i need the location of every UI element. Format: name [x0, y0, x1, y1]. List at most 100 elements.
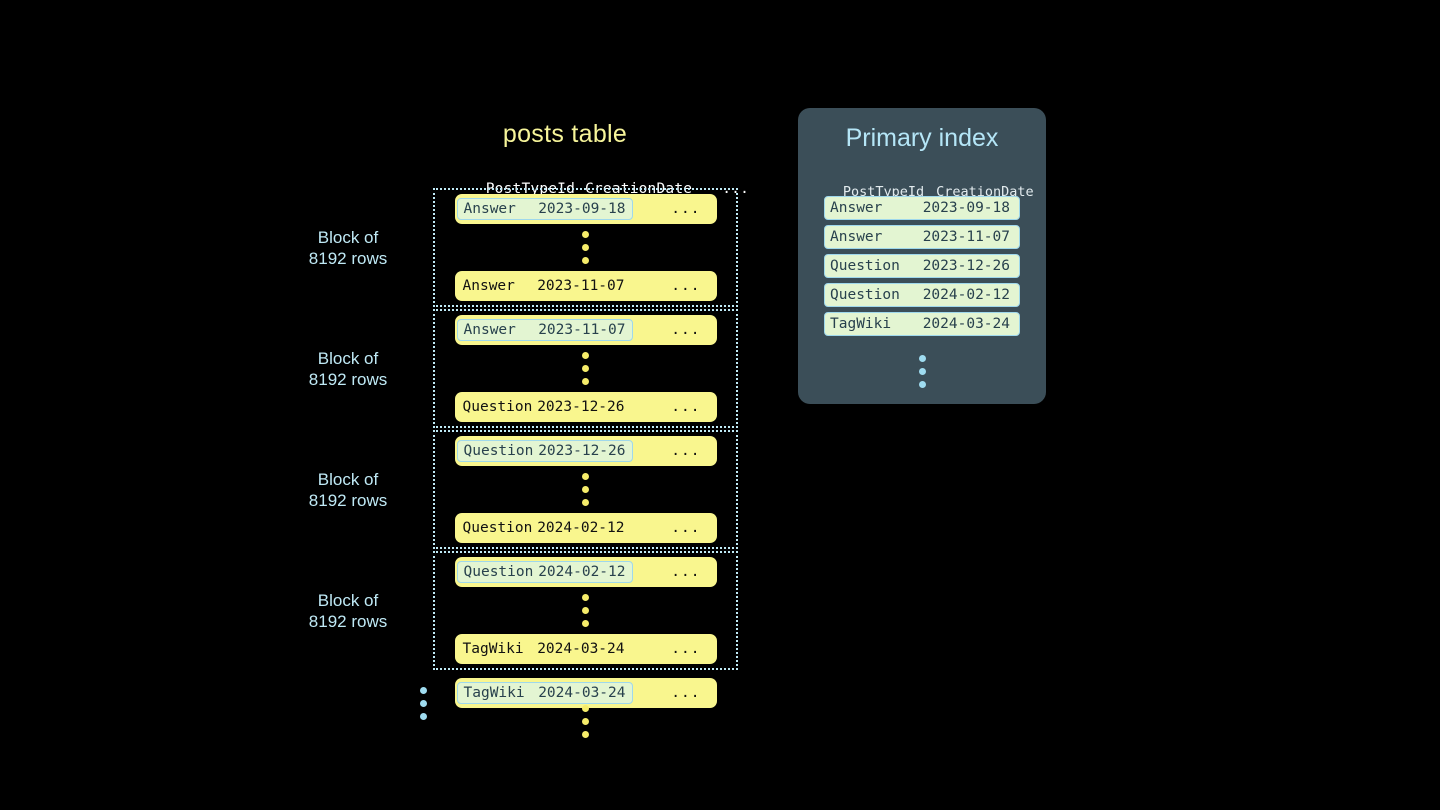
cell-creationdate: 2023-11-07: [537, 278, 625, 294]
dot: [582, 231, 589, 238]
cell-more: ...: [671, 201, 701, 217]
dot: [582, 594, 589, 601]
dot: [582, 473, 589, 480]
cell-posttypeid: Answer: [830, 229, 883, 245]
row-highlight-box: Answer 2023-09-18: [456, 198, 633, 220]
vertical-ellipsis-dots: [419, 680, 427, 727]
cell-creationdate: 2023-12-26: [537, 399, 625, 415]
cell-more: ...: [671, 641, 701, 657]
cell-creationdate: 2023-09-18: [922, 200, 1010, 216]
dot: [582, 718, 589, 725]
dot: [582, 620, 589, 627]
vertical-ellipsis-dots: [435, 345, 736, 392]
dot: [582, 705, 589, 712]
cell-more: ...: [671, 322, 701, 338]
index-row: Answer 2023-11-07: [824, 225, 1020, 249]
cell-creationdate: 2024-03-24: [537, 641, 625, 657]
cell-posttypeid: Question: [462, 520, 533, 536]
dot: [918, 368, 926, 375]
dot: [582, 365, 589, 372]
index-row: Question 2023-12-26: [824, 254, 1020, 278]
dot: [918, 355, 926, 362]
block-list-continuation-ellipsis: [358, 680, 488, 727]
cell-posttypeid: Answer: [462, 278, 515, 294]
block-label: Block of 8192 rows: [308, 469, 388, 510]
dot: [582, 244, 589, 251]
dot: [582, 607, 589, 614]
vertical-ellipsis-dots: [582, 698, 589, 745]
primary-index-rows: Answer 2023-09-18 Answer 2023-11-07 Questi…: [798, 196, 1046, 336]
dot: [582, 378, 589, 385]
cell-creationdate: 2024-02-12: [922, 287, 1010, 303]
cell-creationdate: 2023-11-07: [922, 229, 1010, 245]
cell-posttypeid: Question: [830, 287, 900, 303]
cell-posttypeid: Question: [462, 399, 533, 415]
dot: [582, 257, 589, 264]
dot: [419, 700, 427, 707]
table-row: Answer 2023-09-18 ...: [454, 194, 717, 224]
cell-creationdate: 2024-03-24: [538, 685, 626, 701]
vertical-ellipsis-dots: [435, 466, 736, 513]
posts-table-title: posts table: [502, 120, 628, 148]
dot: [582, 731, 589, 738]
table-row: Answer 2023-11-07 ...: [454, 271, 717, 301]
row-highlight-box: TagWiki 2024-03-24: [456, 682, 633, 704]
cell-creationdate: 2023-09-18: [538, 201, 626, 217]
cell-posttypeid: TagWiki: [463, 685, 525, 701]
block-label: Block of 8192 rows: [308, 227, 388, 268]
dot: [419, 687, 427, 694]
dot: [582, 486, 589, 493]
table-row: TagWiki 2024-03-24 ...: [454, 634, 717, 664]
vertical-ellipsis-dots: [435, 224, 736, 271]
index-row: Answer 2023-09-18: [824, 196, 1020, 220]
cell-more: ...: [671, 564, 701, 580]
dot: [918, 381, 926, 388]
cell-posttypeid: Answer: [463, 322, 516, 338]
index-row: TagWiki 2024-03-24: [824, 312, 1020, 336]
cell-creationdate: 2024-02-12: [538, 564, 626, 580]
cell-creationdate: 2024-03-24: [922, 316, 1010, 332]
index-row: Question 2024-02-12: [824, 283, 1020, 307]
block-label: Block of 8192 rows: [308, 590, 388, 631]
table-row-trailing: TagWiki 2024-03-24 ...: [454, 678, 717, 708]
vertical-ellipsis-dots: [918, 348, 926, 395]
cell-posttypeid: Question: [830, 258, 900, 274]
cell-posttypeid: Answer: [830, 200, 883, 216]
cell-creationdate: 2023-12-26: [538, 443, 626, 459]
cell-more: ...: [671, 520, 701, 536]
cell-more: ...: [671, 399, 701, 415]
dot: [582, 499, 589, 506]
cell-posttypeid: Question: [463, 564, 534, 580]
block-label: Block of 8192 rows: [308, 348, 388, 389]
row-cells: TagWiki 2024-03-24: [455, 641, 625, 657]
cell-posttypeid: TagWiki: [830, 316, 892, 332]
cell-creationdate: 2024-02-12: [537, 520, 625, 536]
primary-index-title: Primary index: [845, 124, 999, 152]
cell-posttypeid: TagWiki: [462, 641, 524, 657]
cell-more: ...: [671, 685, 701, 701]
cell-posttypeid: Question: [463, 443, 534, 459]
dot: [582, 352, 589, 359]
primary-index-ellipsis: [798, 348, 1046, 395]
cell-creationdate: 2023-12-26: [922, 258, 1010, 274]
dot: [419, 713, 427, 720]
cell-more: ...: [671, 278, 701, 294]
vertical-ellipsis-dots: [435, 587, 736, 634]
posts-table-bottom-ellipsis: [433, 698, 738, 745]
cell-posttypeid: Answer: [463, 201, 516, 217]
